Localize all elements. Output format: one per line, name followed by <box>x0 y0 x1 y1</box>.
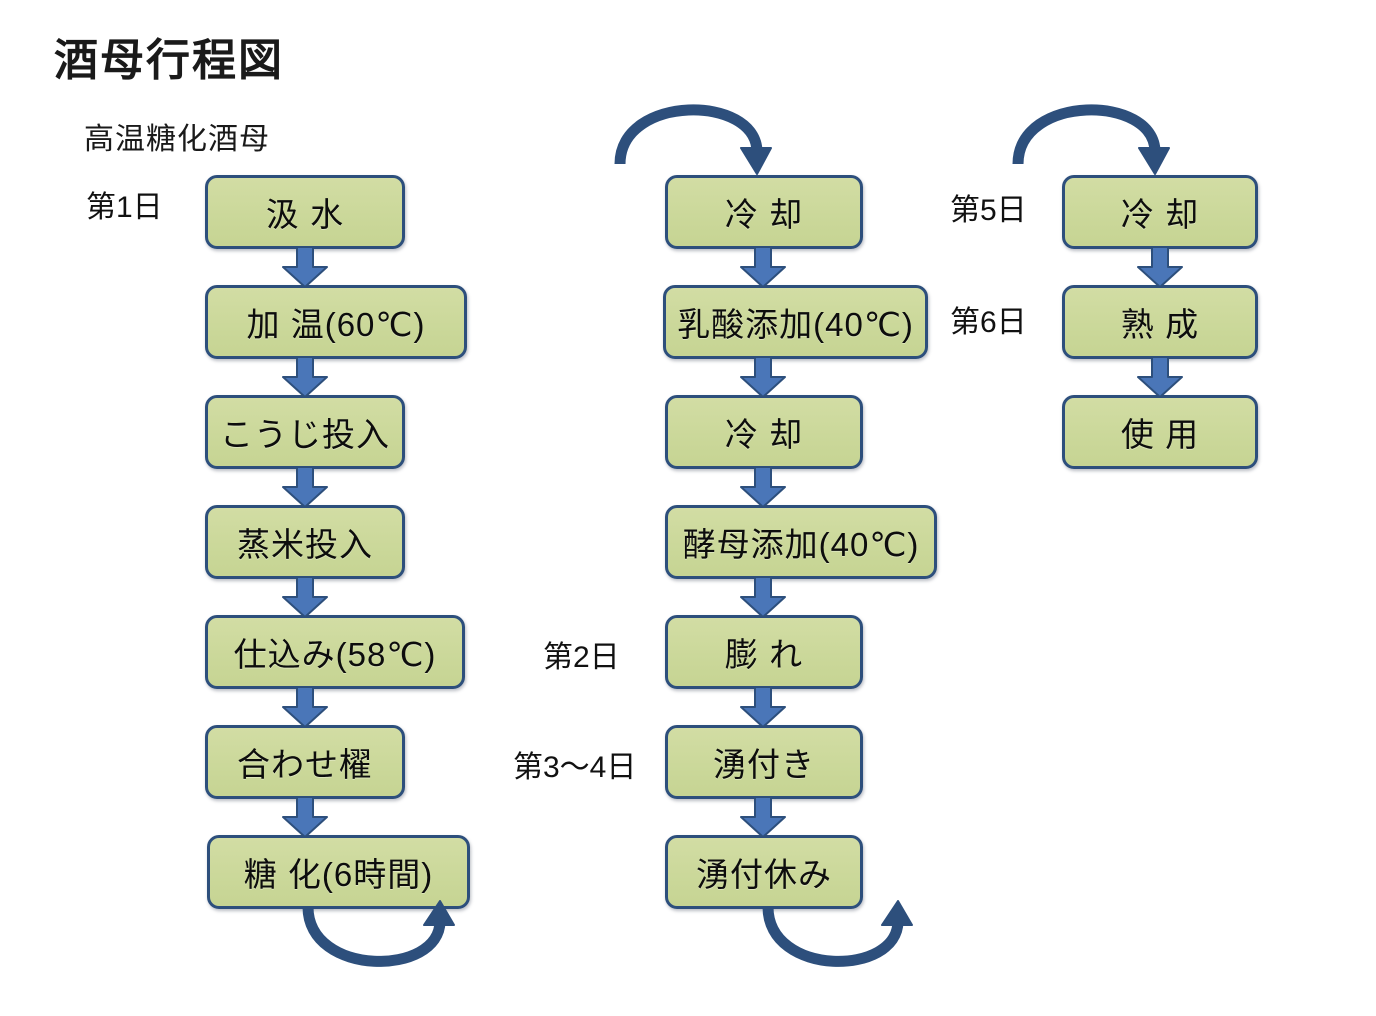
day-label-4: 第5日 <box>950 194 1027 227</box>
page-title: 酒母行程図 <box>54 36 284 85</box>
node-toka[interactable]: 糖 化(6時間) <box>207 835 470 909</box>
arrow-c1-3-down-arrow <box>281 466 329 509</box>
node-shiyo[interactable]: 使 用 <box>1062 395 1258 469</box>
chart-subtitle: 高温糖化酒母 <box>84 123 270 156</box>
day-label-1: 第1日 <box>86 191 163 224</box>
day-label-2: 第2日 <box>543 641 620 674</box>
arrow-c2-5-down-arrow <box>739 686 787 729</box>
arrow-c1-1-down-arrow <box>281 246 329 289</box>
node-koubo-tenka[interactable]: 酵母添加(40℃) <box>665 505 937 579</box>
node-kyusui[interactable]: 汲 水 <box>205 175 405 249</box>
curve-bottom-col2-to-col3 <box>738 899 928 994</box>
node-wakitsuke-yasumi[interactable]: 湧付休み <box>665 835 863 909</box>
curve-bottom-col1-to-col2 <box>278 899 470 994</box>
node-kaon[interactable]: 加 温(60℃) <box>205 285 467 359</box>
node-reikyaku-3[interactable]: 冷 却 <box>1062 175 1258 249</box>
arrow-c3-2-down-arrow <box>1136 356 1184 399</box>
node-mushimai[interactable]: 蒸米投入 <box>205 505 405 579</box>
curve-top-into-col3 <box>988 98 1185 178</box>
arrow-c2-3-down-arrow <box>739 466 787 509</box>
arrow-c2-1-down-arrow <box>739 246 787 289</box>
curve-top-into-col2 <box>590 98 787 178</box>
arrow-c1-4-down-arrow <box>281 576 329 619</box>
arrow-c2-2-down-arrow <box>739 356 787 399</box>
node-shikomi[interactable]: 仕込み(58℃) <box>205 615 465 689</box>
node-koji-tonyu[interactable]: こうじ投入 <box>205 395 405 469</box>
arrow-c1-6-down-arrow <box>281 796 329 839</box>
arrow-c2-6-down-arrow <box>739 796 787 839</box>
node-nyusan-tenka[interactable]: 乳酸添加(40℃) <box>663 285 928 359</box>
arrow-c3-1-down-arrow <box>1136 246 1184 289</box>
day-label-3: 第3〜4日 <box>513 751 637 784</box>
node-awase-kai[interactable]: 合わせ櫂 <box>205 725 405 799</box>
node-reikyaku-1[interactable]: 冷 却 <box>665 175 863 249</box>
node-wakitsuki[interactable]: 湧付き <box>665 725 863 799</box>
arrow-c1-5-down-arrow <box>281 686 329 729</box>
node-fukure[interactable]: 膨 れ <box>665 615 863 689</box>
arrow-c2-4-down-arrow <box>739 576 787 619</box>
arrow-c1-2-down-arrow <box>281 356 329 399</box>
node-reikyaku-2[interactable]: 冷 却 <box>665 395 863 469</box>
day-label-5: 第6日 <box>950 306 1027 339</box>
node-jukusei[interactable]: 熟 成 <box>1062 285 1258 359</box>
